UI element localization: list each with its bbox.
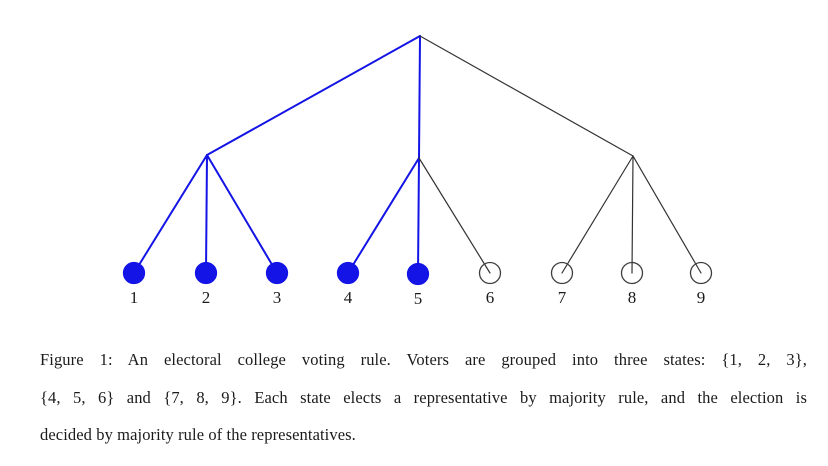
tree-edge-state-123-voter-2	[205, 154, 208, 274]
voter-node-open-8	[620, 261, 644, 285]
voter-node-open-6	[478, 261, 502, 285]
caption-line-2: {4, 5, 6} and {7, 8, 9}. Each state elec…	[40, 387, 807, 407]
voter-node-filled-3	[265, 261, 289, 285]
tree-edge-state-456-voter-6	[418, 157, 491, 274]
voter-node-open-7	[550, 261, 574, 285]
caption-line-3: decided by majority rule of the represen…	[40, 425, 356, 444]
caption-line-1: Figure 1: An electoral college voting ru…	[40, 350, 807, 369]
tree-edge-state-123-voter-1	[133, 154, 208, 274]
voter-label-5: 5	[414, 289, 423, 308]
voter-node-filled-4	[336, 261, 360, 285]
voter-label-3: 3	[273, 288, 282, 307]
voter-label-8: 8	[628, 288, 637, 307]
voter-label-9: 9	[697, 288, 706, 307]
voter-label-7: 7	[558, 288, 567, 307]
figure-caption: Figure 1: An electoral college voting ru…	[40, 341, 807, 454]
tree-edge-root-state-789	[419, 35, 634, 157]
tree-edge-state-789-voter-7	[561, 155, 634, 274]
tree-edge-root-state-123	[206, 35, 421, 156]
voter-label-1: 1	[130, 288, 139, 307]
voter-label-6: 6	[486, 288, 495, 307]
tree-svg: 1 2 3 4 5 6 7 8 9	[122, 35, 713, 308]
tree-edge-state-456-voter-5	[417, 157, 420, 275]
tree-edge-state-123-voter-3	[206, 154, 278, 274]
tree-edge-state-456-voter-4	[347, 157, 420, 274]
tree-edge-state-789-voter-9	[632, 155, 702, 274]
voter-node-filled-5	[406, 262, 430, 286]
voter-node-filled-1	[122, 261, 146, 285]
voter-node-open-9	[689, 261, 713, 285]
voter-label-4: 4	[344, 288, 353, 307]
voter-node-filled-2	[194, 261, 218, 285]
tree-edge-state-789-voter-8	[631, 155, 634, 274]
electoral-tree-figure: 1 2 3 4 5 6 7 8 9	[122, 35, 713, 308]
voter-label-2: 2	[202, 288, 211, 307]
tree-edge-root-state-456	[418, 35, 421, 159]
